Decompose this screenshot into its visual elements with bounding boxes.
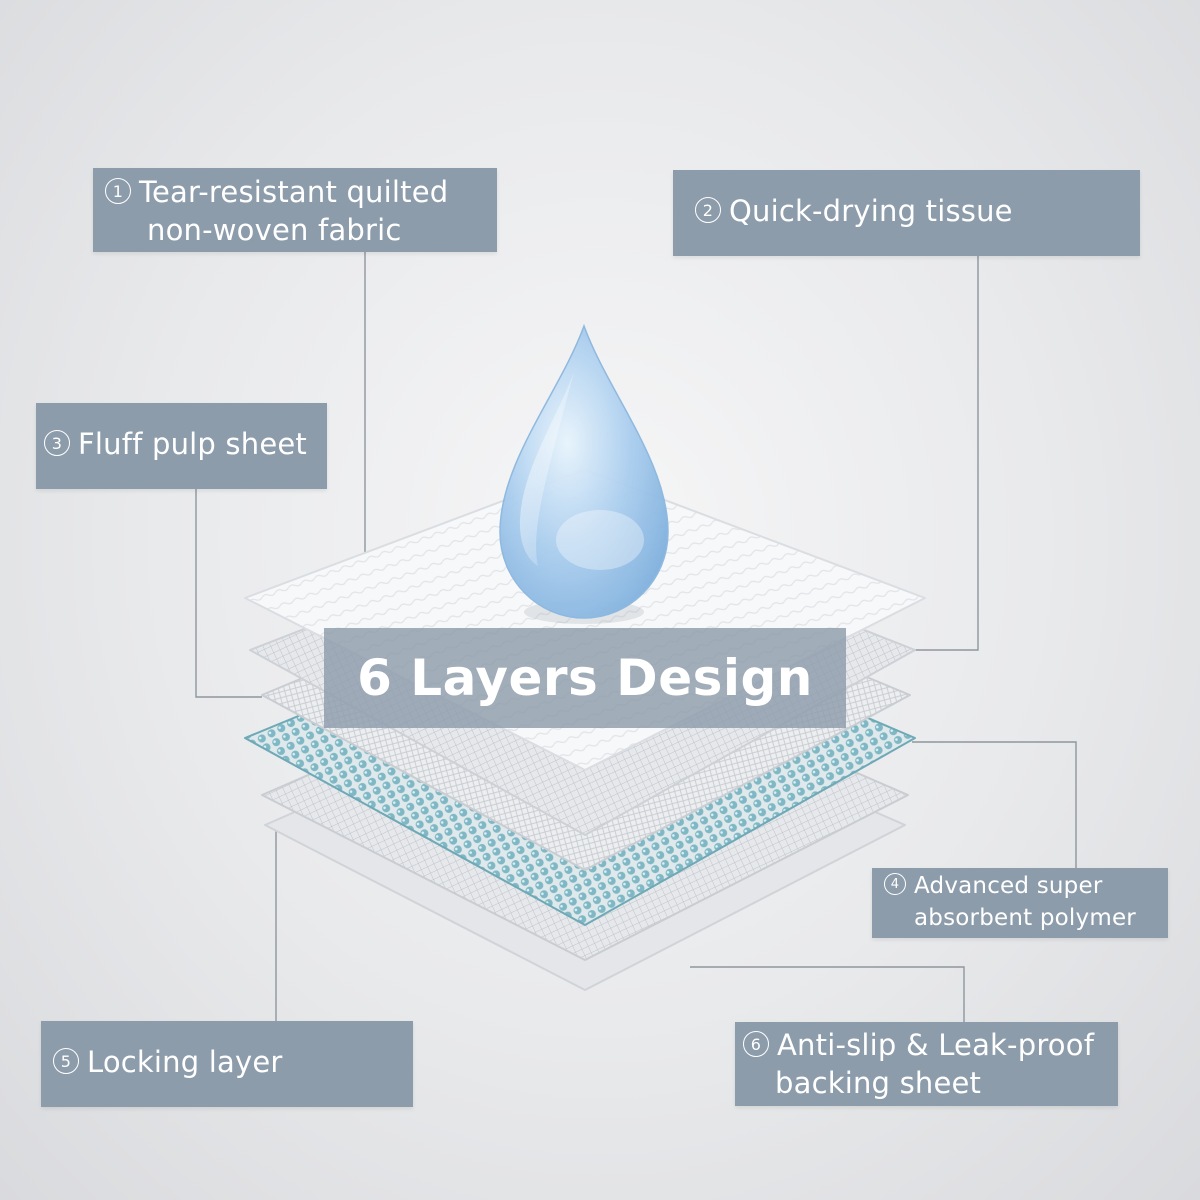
layer-4-number: 4 bbox=[884, 872, 906, 895]
layer-3-number: 3 bbox=[44, 430, 70, 456]
connector-2 bbox=[912, 255, 979, 651]
water-drop-icon bbox=[499, 323, 669, 624]
title-banner bbox=[324, 628, 846, 728]
layer-6-line-2: backing sheet bbox=[775, 1066, 982, 1100]
connector-6 bbox=[690, 966, 965, 1022]
layer-5-number: 5 bbox=[53, 1048, 79, 1074]
diagram-title: 6 Layers Design bbox=[357, 649, 813, 707]
layer-1-number: 1 bbox=[105, 178, 131, 204]
connector-4 bbox=[912, 741, 1077, 868]
connector-3 bbox=[195, 488, 262, 698]
layer-2-number: 2 bbox=[695, 197, 721, 223]
layer-1-line-2: non-woven fabric bbox=[147, 213, 402, 247]
connector-lines bbox=[195, 250, 1077, 1022]
layer-4-line-2: absorbent polymer bbox=[914, 905, 1136, 931]
layer-6-number: 6 bbox=[743, 1031, 769, 1057]
